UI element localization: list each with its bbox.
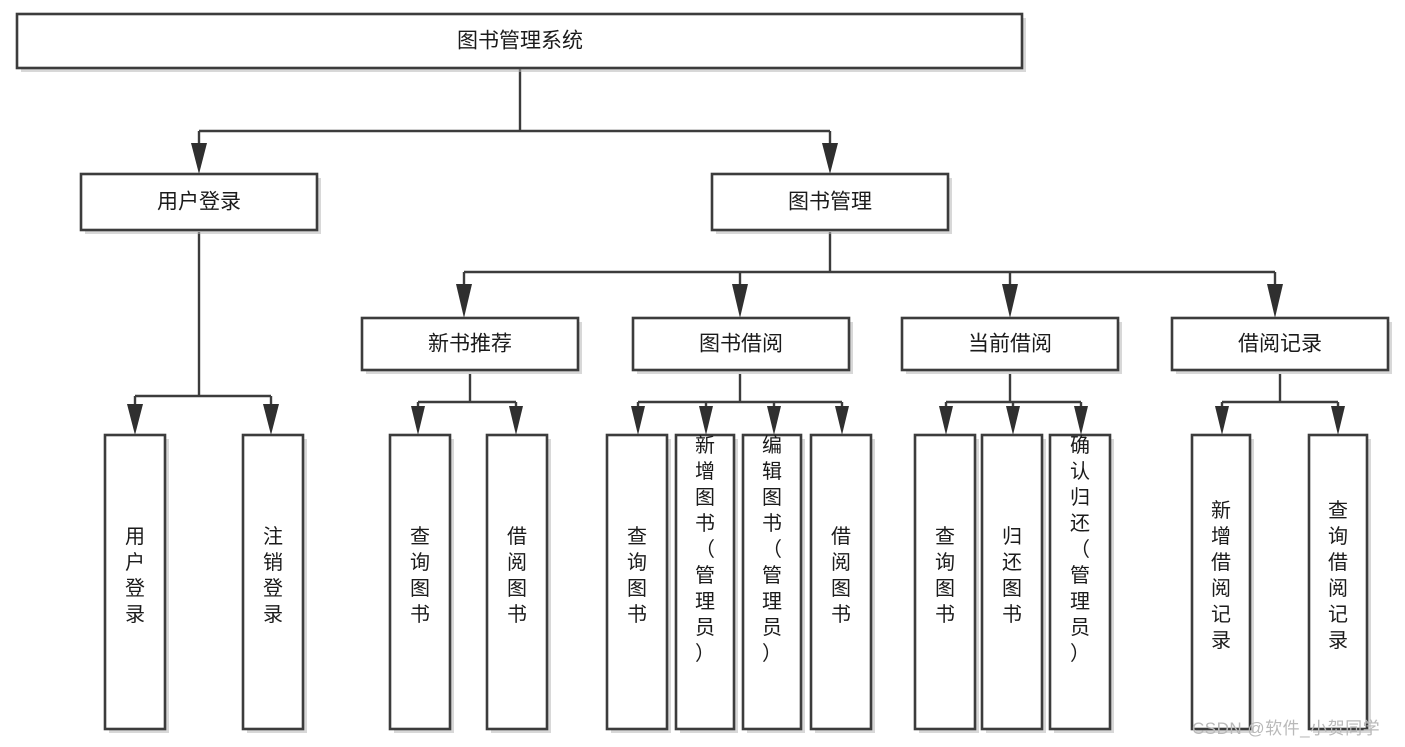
node-leaf-user-logout[interactable]: 注销登录	[241, 433, 307, 733]
node-leaf-user-login[interactable]: 用户登录	[103, 433, 169, 733]
arrow-head-leaf-query-book-1	[411, 406, 425, 435]
node-leaf-user-login-rect	[103, 433, 167, 731]
node-leaf-borrow-book-1-label: 借阅图书	[507, 525, 527, 626]
node-user-login[interactable]: 用户登录	[79, 172, 321, 234]
arrow-head-leaf-borrow-book-1	[509, 406, 523, 435]
node-leaf-add-record-rect	[1190, 433, 1252, 731]
arrow-head-leaf-add-record	[1215, 406, 1229, 435]
node-book-manage-label: 图书管理	[788, 191, 872, 214]
node-leaf-confirm-return[interactable]: 确认归还（管理员）	[1048, 433, 1114, 733]
node-leaf-query-record-rect	[1307, 433, 1369, 731]
node-root-rect	[15, 12, 1024, 70]
node-user-login-label: 用户登录	[157, 191, 241, 214]
node-leaf-add-record[interactable]: 新增借阅记录	[1190, 433, 1254, 733]
node-leaf-query-book-2[interactable]: 查询图书	[605, 433, 671, 733]
node-leaf-borrow-book-2-rect	[809, 433, 873, 731]
arrow-head-leaf-return-book	[1006, 406, 1020, 435]
node-leaf-query-book-1[interactable]: 查询图书	[388, 433, 454, 733]
node-leaf-edit-book-rect	[741, 433, 803, 731]
arrow-head-leaf-edit-book	[767, 406, 781, 435]
node-leaf-user-login-label: 用户登录	[125, 526, 145, 626]
arrow-head-borrow-record	[1267, 284, 1283, 318]
arrow-head-leaf-add-book	[699, 406, 713, 435]
node-book-borrow-label: 图书借阅	[699, 333, 783, 356]
node-new-book-recommend[interactable]: 新书推荐	[360, 316, 582, 374]
node-leaf-borrow-book-2[interactable]: 借阅图书	[809, 433, 875, 733]
node-leaf-query-book-1-label: 查询图书	[410, 525, 430, 626]
node-current-borrow-rect	[900, 316, 1120, 372]
node-leaf-add-record-label: 新增借阅记录	[1211, 499, 1231, 652]
arrow-head-leaf-user-login	[127, 404, 143, 435]
connector-layer	[127, 68, 1345, 435]
node-leaf-return-book[interactable]: 归还图书	[980, 433, 1046, 733]
node-leaf-user-logout-label: 注销登录	[263, 525, 283, 626]
node-leaf-add-book[interactable]: 新增图书（管理员）	[674, 433, 738, 733]
arrow-head-leaf-borrow-book-2	[835, 406, 849, 435]
node-leaf-borrow-book-1[interactable]: 借阅图书	[485, 433, 551, 733]
node-leaf-edit-book-label: 编辑图书（管理员）	[762, 434, 782, 665]
arrow-head-leaf-confirm-return	[1074, 406, 1088, 435]
arrow-head-book-manage	[822, 143, 838, 174]
node-borrow-record-label: 借阅记录	[1238, 333, 1322, 356]
node-leaf-add-book-label: 新增图书（管理员）	[695, 434, 715, 665]
node-leaf-add-book-rect	[674, 433, 736, 731]
node-leaf-return-book-label: 归还图书	[1002, 525, 1022, 626]
node-book-manage[interactable]: 图书管理	[710, 172, 952, 234]
node-book-borrow[interactable]: 图书借阅	[631, 316, 853, 374]
node-leaf-query-record-label: 查询借阅记录	[1328, 499, 1348, 652]
node-leaf-edit-book[interactable]: 编辑图书（管理员）	[741, 433, 805, 733]
arrow-head-leaf-query-record	[1331, 406, 1345, 435]
node-leaf-query-book-1-rect	[388, 433, 452, 731]
node-leaf-query-book-2-rect	[605, 433, 669, 731]
node-root-label: 图书管理系统	[457, 30, 583, 53]
arrow-head-user-login	[191, 143, 207, 174]
node-leaf-borrow-book-2-label: 借阅图书	[831, 525, 851, 626]
node-current-borrow[interactable]: 当前借阅	[900, 316, 1122, 374]
arrow-head-book-borrow	[732, 284, 748, 318]
node-root[interactable]: 图书管理系统	[15, 12, 1026, 72]
arrow-head-leaf-query-book-2	[631, 406, 645, 435]
node-borrow-record[interactable]: 借阅记录	[1170, 316, 1392, 374]
node-current-borrow-label: 当前借阅	[968, 333, 1052, 356]
node-leaf-user-logout-rect	[241, 433, 305, 731]
node-leaf-query-book-3[interactable]: 查询图书	[913, 433, 979, 733]
node-leaf-query-record[interactable]: 查询借阅记录	[1307, 433, 1371, 733]
node-borrow-record-rect	[1170, 316, 1390, 372]
node-leaf-query-book-3-label: 查询图书	[935, 525, 955, 626]
arrow-head-new-book-recommend	[456, 284, 472, 318]
arrow-head-leaf-user-logout	[263, 404, 279, 435]
node-book-borrow-rect	[631, 316, 851, 372]
node-leaf-confirm-return-rect	[1048, 433, 1112, 731]
node-leaf-borrow-book-1-rect	[485, 433, 549, 731]
node-leaf-return-book-rect	[980, 433, 1044, 731]
node-user-login-rect	[79, 172, 319, 232]
node-leaf-query-book-2-label: 查询图书	[627, 525, 647, 626]
node-new-book-recommend-label: 新书推荐	[428, 333, 512, 356]
node-book-manage-rect	[710, 172, 950, 232]
node-new-book-recommend-rect	[360, 316, 580, 372]
node-leaf-confirm-return-label: 确认归还（管理员）	[1070, 434, 1090, 665]
node-leaf-query-book-3-rect	[913, 433, 977, 731]
arrow-head-leaf-query-book-3	[939, 406, 953, 435]
arrow-head-current-borrow	[1002, 284, 1018, 318]
